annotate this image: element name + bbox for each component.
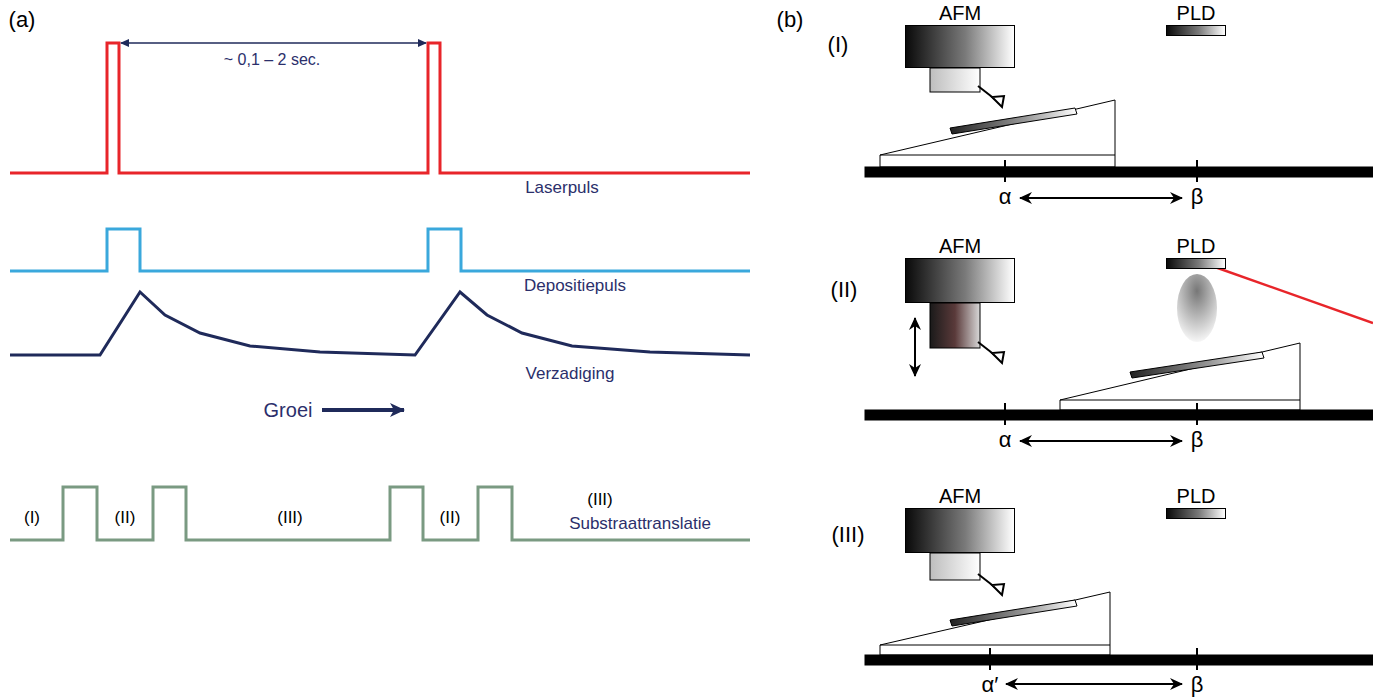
afm-head-label: AFM [939, 235, 981, 257]
phase-number: (III) [832, 523, 865, 547]
pld-source-body [1166, 258, 1226, 269]
period-arrow [121, 42, 426, 44]
position-mark: β [1191, 185, 1204, 209]
phase-number: (III) [587, 491, 613, 510]
growth-arrow [322, 408, 404, 412]
afm-head-body [905, 258, 1015, 303]
signal-name: Substraattranslatie [569, 515, 711, 534]
afm-head: AFM [905, 2, 1015, 68]
afm-head-label: AFM [939, 2, 981, 24]
deposition-trace [10, 229, 750, 271]
pld-source: PLD [1166, 235, 1226, 269]
position-mark: α [999, 185, 1012, 209]
phase-number: (I) [24, 509, 40, 528]
afm-head: AFM [905, 485, 1015, 553]
period-label: ~ 0,1 – 2 sec. [224, 51, 321, 69]
panel-letter: (a) [9, 8, 36, 32]
position-mark: β [1191, 673, 1204, 697]
afm-head-label: AFM [939, 485, 981, 507]
growth-label: Groei [264, 399, 313, 421]
signal-name: Laserpuls [525, 179, 599, 198]
pld-source-label: PLD [1177, 485, 1216, 507]
afm-head-body [905, 508, 1015, 553]
pld-source-body [1166, 25, 1226, 36]
afm-head: AFM [905, 235, 1015, 303]
translation-trace [10, 487, 750, 540]
phase-number: (III) [277, 509, 303, 528]
pld-source-label: PLD [1177, 2, 1216, 24]
saturation-trace [10, 292, 750, 355]
signal-name: Verzadiging [526, 365, 615, 384]
pld-source-label: PLD [1177, 235, 1216, 257]
afm-head-body [905, 25, 1015, 68]
panel-three [865, 553, 1373, 684]
position-mark: α [999, 428, 1012, 452]
phase-number: (II) [440, 509, 461, 528]
pld-source-body [1166, 508, 1226, 519]
position-mark: α′ [982, 673, 999, 697]
phase-number: (I) [828, 33, 849, 57]
panel-one [865, 68, 1373, 198]
phase-number: (II) [115, 509, 136, 528]
laser-trace [10, 43, 750, 173]
pld-source: PLD [1166, 2, 1226, 36]
pld-source: PLD [1166, 485, 1226, 519]
position-mark: β [1191, 428, 1204, 452]
phase-number: (II) [831, 278, 858, 302]
signal-name: Depositiepuls [524, 277, 626, 296]
panel-letter: (b) [777, 8, 804, 32]
